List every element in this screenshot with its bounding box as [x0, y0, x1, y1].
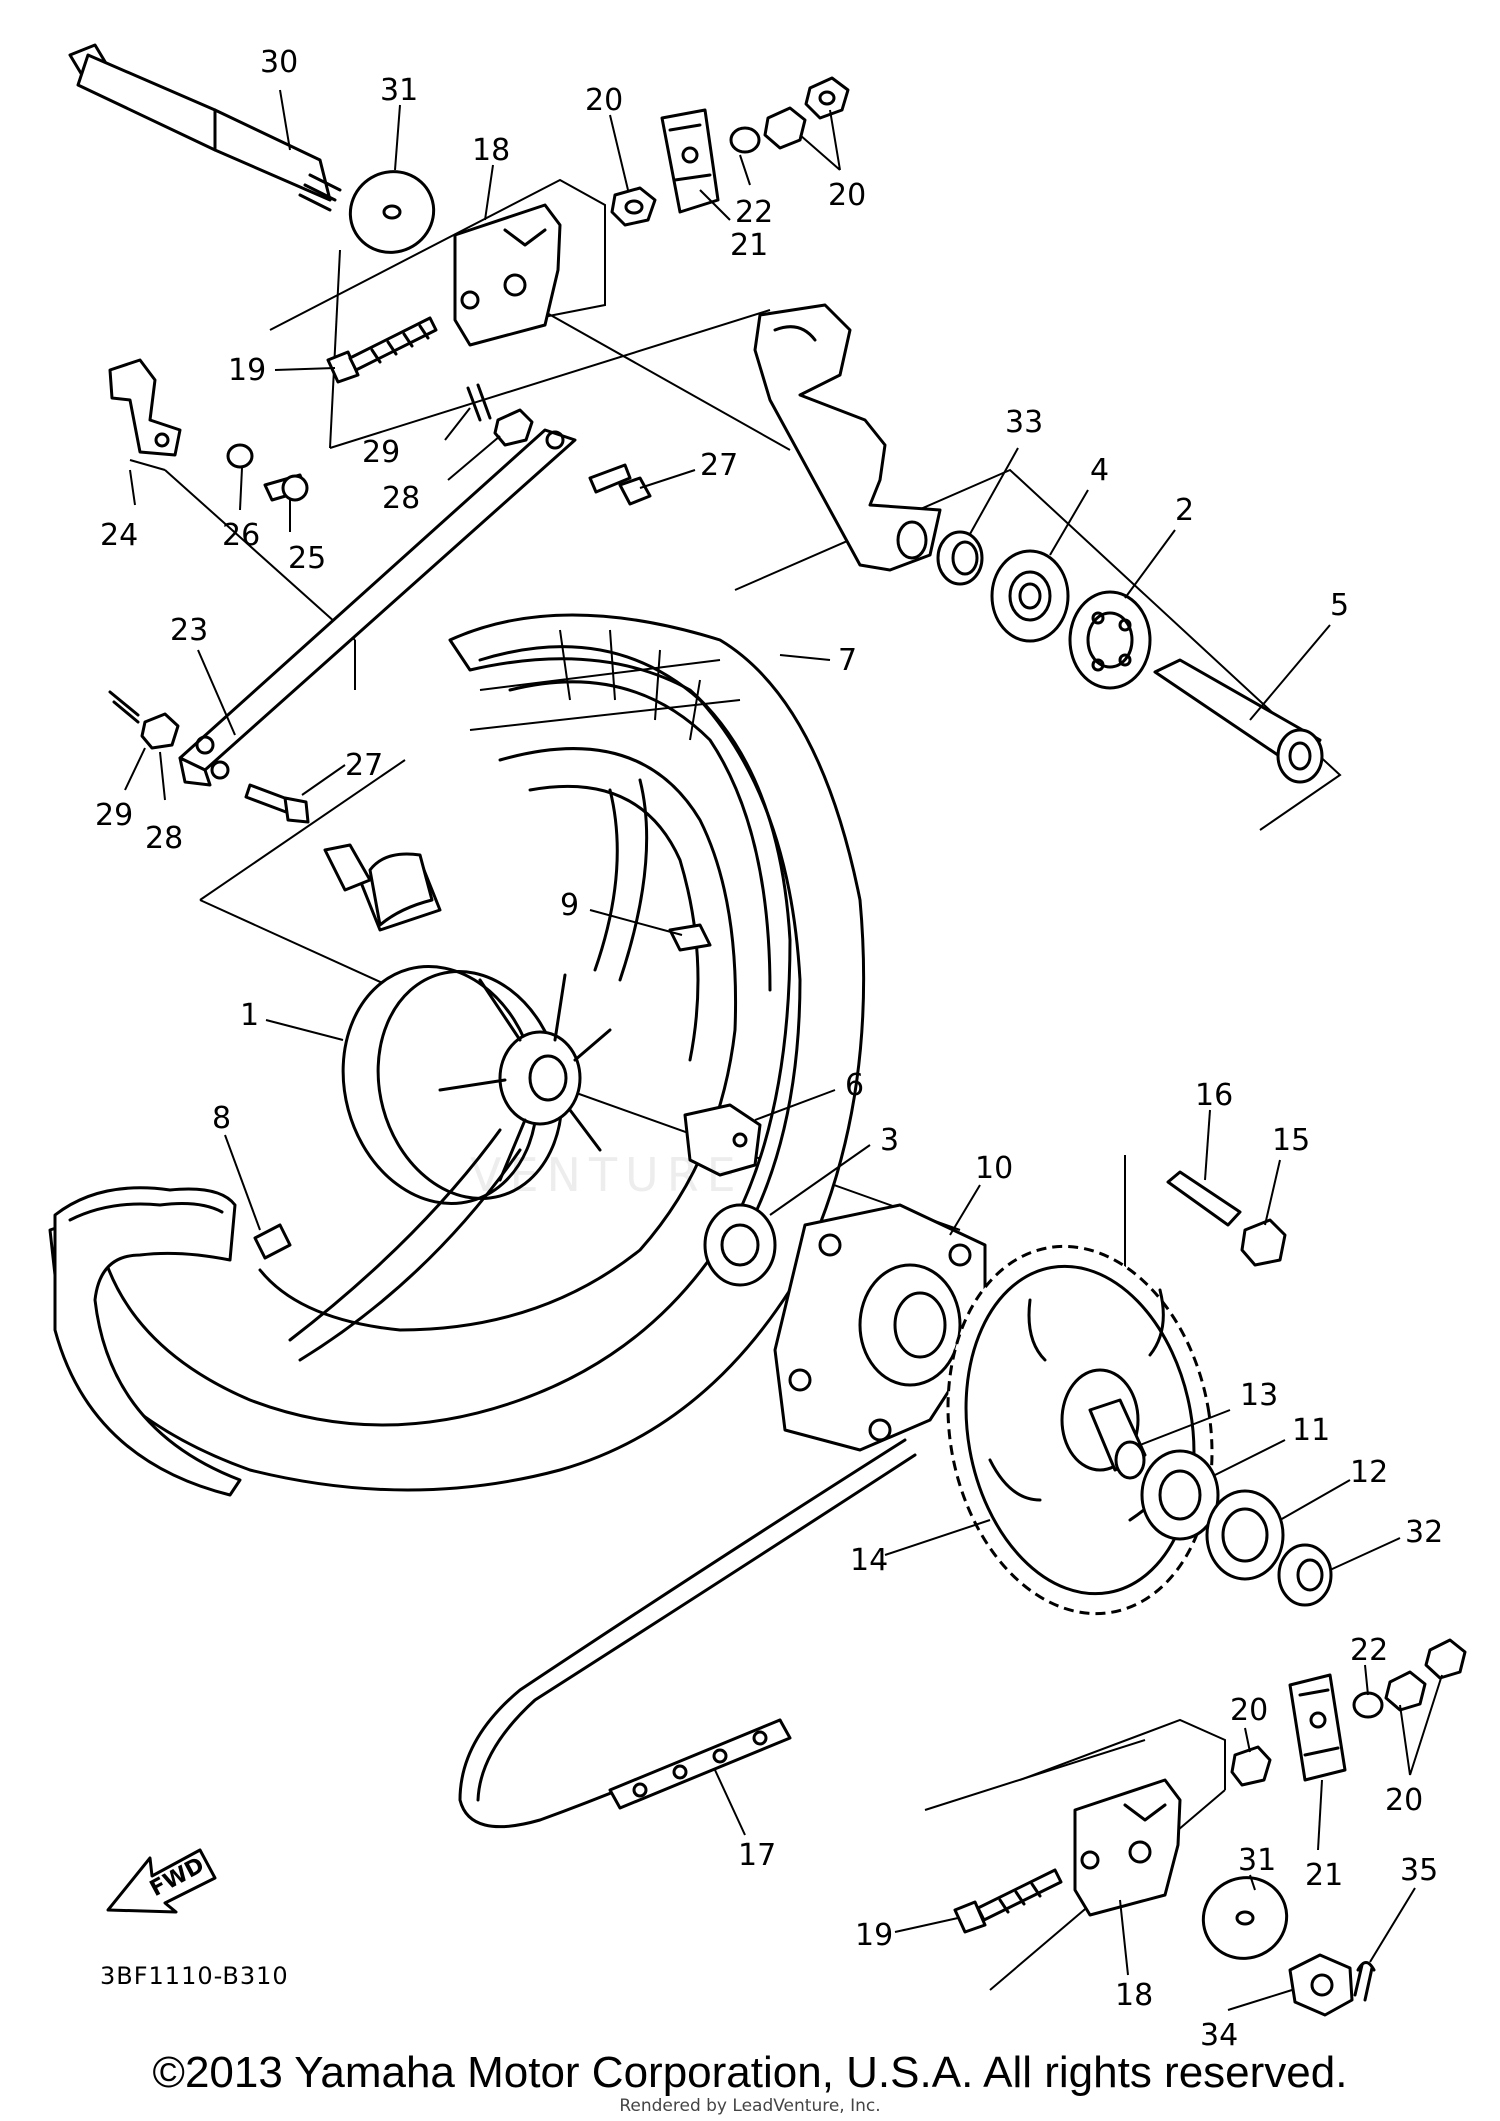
callout-8: 8 [212, 1101, 231, 1136]
callout-5: 5 [1330, 588, 1349, 623]
callout-26: 26 [222, 518, 260, 553]
bolt-top [326, 316, 438, 384]
callout-13: 13 [1240, 1378, 1278, 1413]
callout-19b: 19 [855, 1918, 893, 1953]
cotter-and-nut-lower [108, 690, 180, 750]
callout-22b: 22 [1350, 1633, 1388, 1668]
callout-33: 33 [1005, 405, 1043, 440]
callout-7: 7 [838, 643, 857, 678]
washer-top [348, 170, 436, 254]
render-credit: Rendered by LeadVenture, Inc. [619, 2096, 881, 2116]
diagram-code: 3BF1110-B310 [100, 1962, 289, 1990]
nut-15 [1240, 1218, 1287, 1267]
caliper-bracket [753, 303, 942, 572]
callout-29b: 29 [95, 798, 133, 833]
collar-13 [1088, 1398, 1147, 1480]
bearing-3 [703, 1203, 777, 1287]
callout-25: 25 [288, 541, 326, 576]
seal-12 [1205, 1489, 1285, 1581]
callout-12: 12 [1350, 1455, 1388, 1490]
callout-9: 9 [560, 888, 579, 923]
callout-4: 4 [1090, 453, 1109, 488]
bracket-left [108, 358, 309, 502]
drive-chain [458, 1438, 917, 1829]
damper-6 [683, 1103, 762, 1177]
callout-31b: 31 [1238, 1843, 1276, 1878]
collar-33 [936, 530, 984, 586]
block-21-lower [1288, 1673, 1347, 1782]
nuts-top-right [729, 76, 850, 154]
collar-32 [1277, 1543, 1333, 1607]
callout-24: 24 [100, 518, 138, 553]
callout-labels: 30 31 18 20 21 22 20 19 29 28 27 24 26 2… [95, 45, 1443, 2053]
callout-29: 29 [362, 435, 400, 470]
cotter-and-nut-top [466, 383, 534, 447]
axle [68, 43, 342, 212]
tension-bar [178, 428, 577, 787]
callout-2: 2 [1175, 493, 1194, 528]
nuts-20-lower-right [1384, 1638, 1467, 1712]
cotter-pin-35 [1353, 1961, 1376, 2002]
callout-35: 35 [1400, 1853, 1438, 1888]
sprocket-hub-10 [773, 1203, 987, 1452]
callout-19: 19 [228, 353, 266, 388]
callout-27b: 27 [345, 748, 383, 783]
callout-17: 17 [738, 1838, 776, 1873]
nut-20-lower [1230, 1745, 1272, 1787]
fwd-arrow: FWD [106, 1848, 217, 1914]
spacer-5 [1153, 658, 1324, 784]
leader-lines [124, 89, 1443, 2011]
callout-27: 27 [700, 448, 738, 483]
assembly-guide-lines [129, 178, 1342, 1991]
callout-32: 32 [1405, 1515, 1443, 1550]
callout-28: 28 [382, 481, 420, 516]
callout-20d: 20 [1385, 1783, 1423, 1818]
callout-20: 20 [585, 83, 623, 118]
callout-11: 11 [1292, 1413, 1330, 1448]
callout-23: 23 [170, 613, 208, 648]
callout-21b: 21 [1305, 1858, 1343, 1893]
callout-16: 16 [1195, 1078, 1233, 1113]
callout-28b: 28 [145, 821, 183, 856]
callout-20b: 20 [828, 178, 866, 213]
callout-20c: 20 [1230, 1693, 1268, 1728]
washer-31-lower [1201, 1876, 1289, 1960]
tire-cutaway [53, 1186, 242, 1497]
bolt-27-top [588, 463, 652, 506]
bearing-4 [990, 549, 1070, 643]
rear-sprocket [946, 1244, 1214, 1616]
callout-31: 31 [380, 73, 418, 108]
bearing-11 [1140, 1449, 1220, 1541]
callout-18: 18 [472, 133, 510, 168]
adjuster-plate-lower [1073, 1778, 1182, 1917]
callout-34: 34 [1200, 2018, 1238, 2053]
callout-22: 22 [735, 195, 773, 230]
axle-nut-34 [1288, 1953, 1354, 2017]
nut-and-block-top [610, 108, 720, 227]
callout-6: 6 [845, 1068, 864, 1103]
nut-22-lower [1352, 1691, 1384, 1719]
callout-15: 15 [1272, 1123, 1310, 1158]
callout-14: 14 [850, 1543, 888, 1578]
callout-3: 3 [880, 1123, 899, 1158]
callout-18b: 18 [1115, 1978, 1153, 2013]
bolt-19-lower [953, 1868, 1063, 1934]
callout-21: 21 [730, 228, 768, 263]
callout-30: 30 [260, 45, 298, 80]
callout-1: 1 [240, 998, 259, 1033]
callout-10: 10 [975, 1151, 1013, 1186]
adjuster-plate-top [453, 203, 562, 347]
bolt-27-lower [244, 783, 310, 824]
copyright-notice: ©2013 Yamaha Motor Corporation, U.S.A. A… [152, 2048, 1348, 2097]
bearing-2 [1068, 590, 1152, 690]
stud-16 [1166, 1170, 1242, 1227]
watermark: VENTURE [470, 1148, 744, 1202]
